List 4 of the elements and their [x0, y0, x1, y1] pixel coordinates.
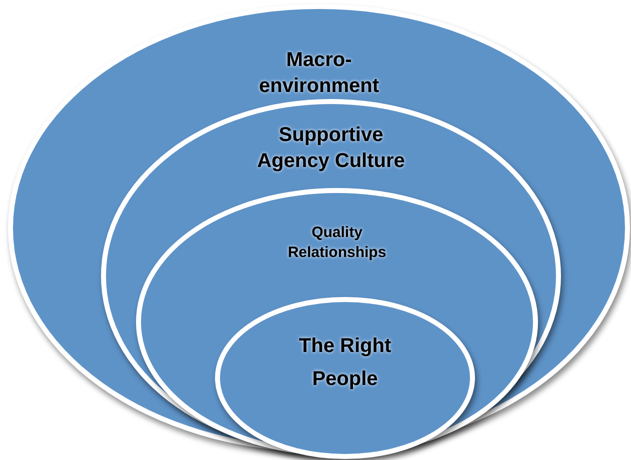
- layer-label: The Right People: [298, 334, 392, 392]
- layer-label: Supportive Agency Culture: [256, 123, 406, 174]
- layer-label: Quality Relationships: [286, 223, 388, 263]
- layer-label: Macro-environment: [258, 48, 380, 99]
